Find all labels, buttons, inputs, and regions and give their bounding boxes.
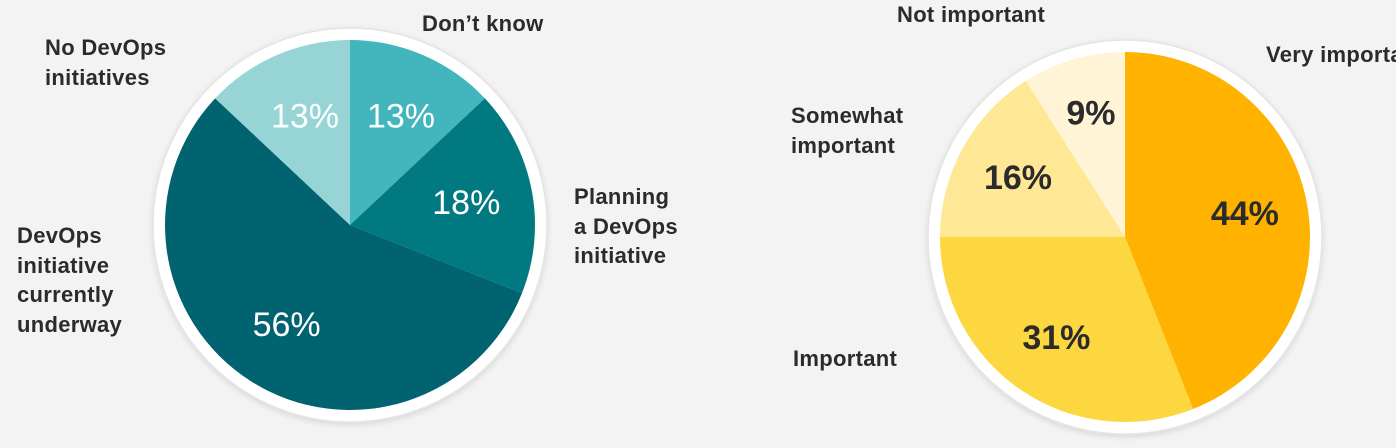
label-line: important (791, 132, 896, 158)
label-line: initiative (574, 243, 667, 268)
value-label-planning-a-devops-initiative: 18% (432, 184, 500, 222)
slice-not-important (1025, 52, 1125, 237)
value-label-somewhat-important: 16% (984, 159, 1052, 197)
label-line: No DevOps (45, 35, 167, 60)
slice-very-important (1125, 52, 1311, 410)
value-label-devops-initiative-currently-underway: 56% (253, 306, 321, 344)
left-pie: 13% 18% 56% 13% (152, 27, 548, 423)
slice-planning-a-devops-initiative (350, 98, 535, 294)
label-line: initiative (17, 252, 110, 278)
right-pie: 44% 31% 16% 9% (927, 39, 1323, 435)
slice-somewhat-important (940, 80, 1125, 237)
label-line: Planning (574, 184, 670, 209)
label-line: initiatives (45, 64, 150, 90)
label-not-important: Not important (897, 2, 1046, 27)
label-line: underway (17, 311, 123, 337)
value-label-don-t-know: 13% (367, 97, 435, 135)
label-planning: Planning a DevOps initiative (574, 182, 678, 271)
label-important: Important (793, 346, 898, 371)
slice-no-devops-initiatives (215, 40, 350, 225)
slice-don-t-know (350, 40, 485, 225)
value-label-important: 31% (1022, 319, 1090, 357)
label-line: currently (17, 282, 114, 307)
label-very-important: Very important (1266, 42, 1396, 67)
slice-important (940, 237, 1194, 423)
label-line: Somewhat (791, 103, 904, 128)
label-no-devops: No DevOps initiatives (45, 33, 166, 92)
value-label-no-devops-initiatives: 13% (271, 97, 339, 135)
value-label-not-important: 9% (1066, 95, 1115, 133)
label-somewhat-important: Somewhat important (791, 101, 903, 160)
label-line: DevOps (17, 223, 102, 248)
label-line: a DevOps (574, 213, 678, 239)
label-dont-know: Don’t know (422, 11, 544, 36)
value-label-very-important: 44% (1211, 195, 1279, 233)
label-underway: DevOps initiative currently underway (17, 221, 122, 339)
slice-devops-initiative-currently-underway (165, 98, 523, 411)
